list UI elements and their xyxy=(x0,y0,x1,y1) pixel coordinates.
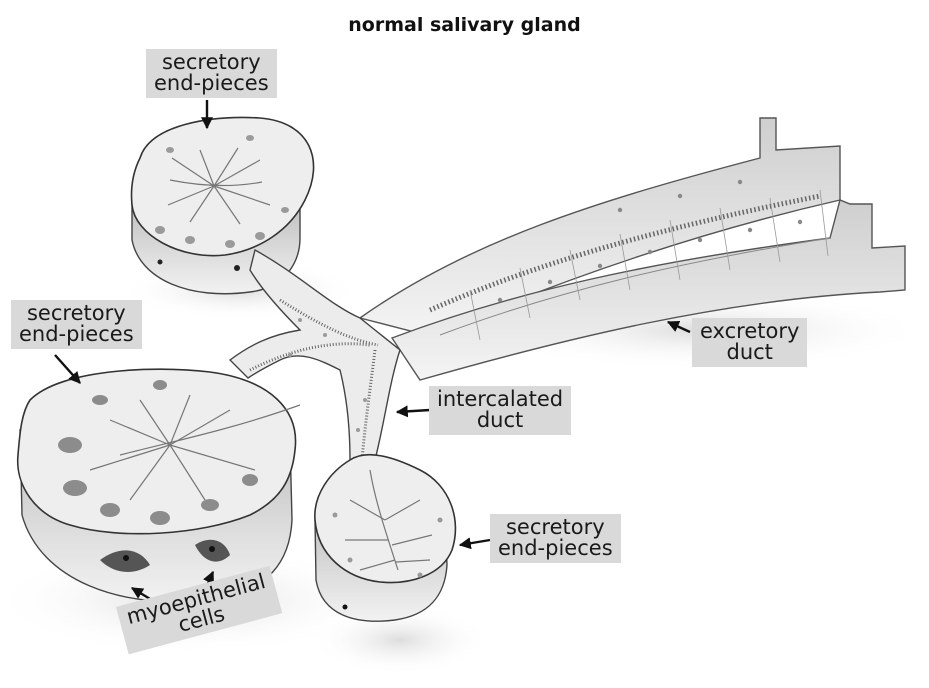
label-top-line1: secretory xyxy=(154,52,269,73)
diagram-title: normal salivary gland xyxy=(0,14,929,36)
bottom-end-piece xyxy=(315,455,456,621)
label-right-line1: secretory xyxy=(498,517,613,538)
label-excretory-line1: excretory xyxy=(700,321,799,342)
arrow-right xyxy=(460,540,490,545)
label-right-secretory: secretory end-pieces xyxy=(490,514,621,563)
left-end-piece xyxy=(18,369,300,602)
label-excretory-duct: excretory duct xyxy=(692,318,807,367)
label-left-line2: end-pieces xyxy=(19,324,134,345)
arrow-left xyxy=(55,355,80,383)
top-end-piece xyxy=(131,117,313,293)
label-intercalated-line1: intercalated xyxy=(437,389,563,410)
label-left-line1: secretory xyxy=(19,303,134,324)
label-left-secretory: secretory end-pieces xyxy=(11,300,142,349)
arrow-intercalated xyxy=(397,410,430,412)
label-intercalated-duct: intercalated duct xyxy=(429,386,571,435)
label-top-secretory: secretory end-pieces xyxy=(146,49,277,98)
label-intercalated-line2: duct xyxy=(437,410,563,431)
label-top-line2: end-pieces xyxy=(154,73,269,94)
label-right-line2: end-pieces xyxy=(498,538,613,559)
label-excretory-line2: duct xyxy=(700,342,799,363)
